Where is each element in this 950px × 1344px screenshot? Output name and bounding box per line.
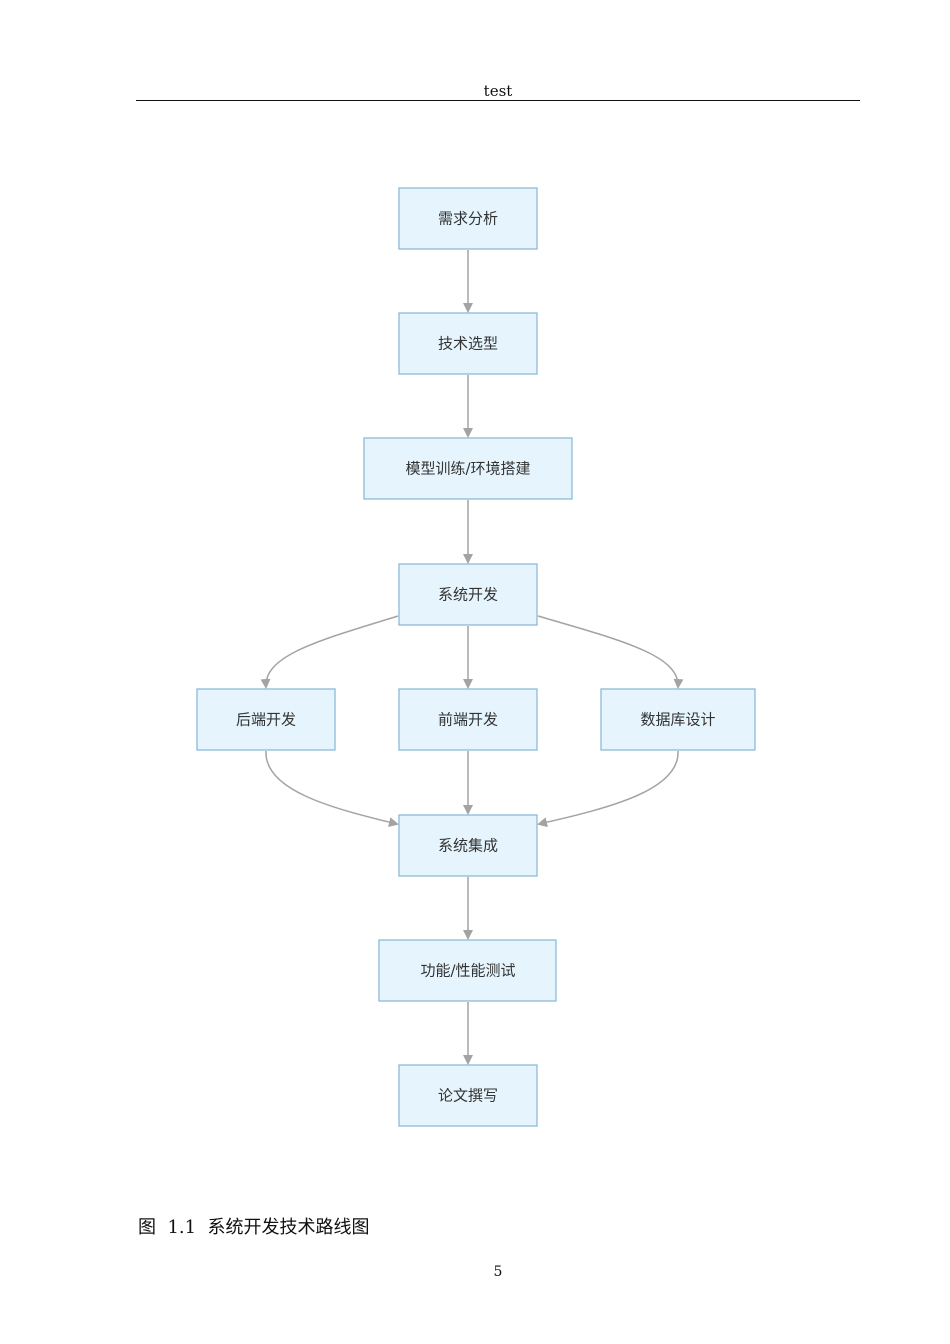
flowchart-node-system-integration: 系统集成: [398, 814, 538, 877]
flowchart-node-requirements-analysis: 需求分析: [398, 187, 538, 250]
caption-title: 系统开发技术路线图: [207, 1217, 370, 1238]
flowchart-node-backend-development: 后端开发: [196, 688, 336, 751]
node-label: 论文撰写: [438, 1087, 498, 1105]
flowchart-node-tech-selection: 技术选型: [398, 312, 538, 375]
figure-caption: 图 1.1 系统开发技术路线图: [138, 1217, 370, 1239]
node-label: 功能/性能测试: [420, 962, 515, 980]
node-label: 数据库设计: [640, 711, 715, 729]
flowchart-node-system-development: 系统开发: [398, 563, 538, 626]
flowchart-node-frontend-development: 前端开发: [398, 688, 538, 751]
edge-system-dev-to-backend: [260, 615, 399, 689]
node-label: 前端开发: [438, 711, 498, 729]
caption-label: 图: [138, 1217, 156, 1238]
node-label: 后端开发: [236, 711, 296, 729]
header-rule: [136, 100, 860, 101]
page-header: test: [483, 82, 513, 100]
flowchart-node-database-design: 数据库设计: [600, 688, 756, 751]
flowchart-edges: [260, 250, 684, 1065]
edge-backend-to-integration: [265, 750, 399, 828]
node-label: 需求分析: [438, 210, 498, 228]
node-label: 系统开发: [438, 586, 498, 604]
edge-system-dev-to-database: [537, 615, 684, 689]
caption-number: 1.1: [167, 1217, 197, 1238]
node-label: 系统集成: [438, 837, 498, 855]
flowchart-node-model-training-env-setup: 模型训练/环境搭建: [363, 437, 573, 500]
flowchart-node-thesis-writing: 论文撰写: [398, 1064, 538, 1127]
node-label: 模型训练/环境搭建: [405, 460, 530, 478]
flowchart-node-function-performance-testing: 功能/性能测试: [378, 939, 557, 1002]
node-label: 技术选型: [438, 335, 498, 353]
edge-database-to-integration: [537, 750, 679, 828]
page-number: 5: [493, 1264, 503, 1280]
